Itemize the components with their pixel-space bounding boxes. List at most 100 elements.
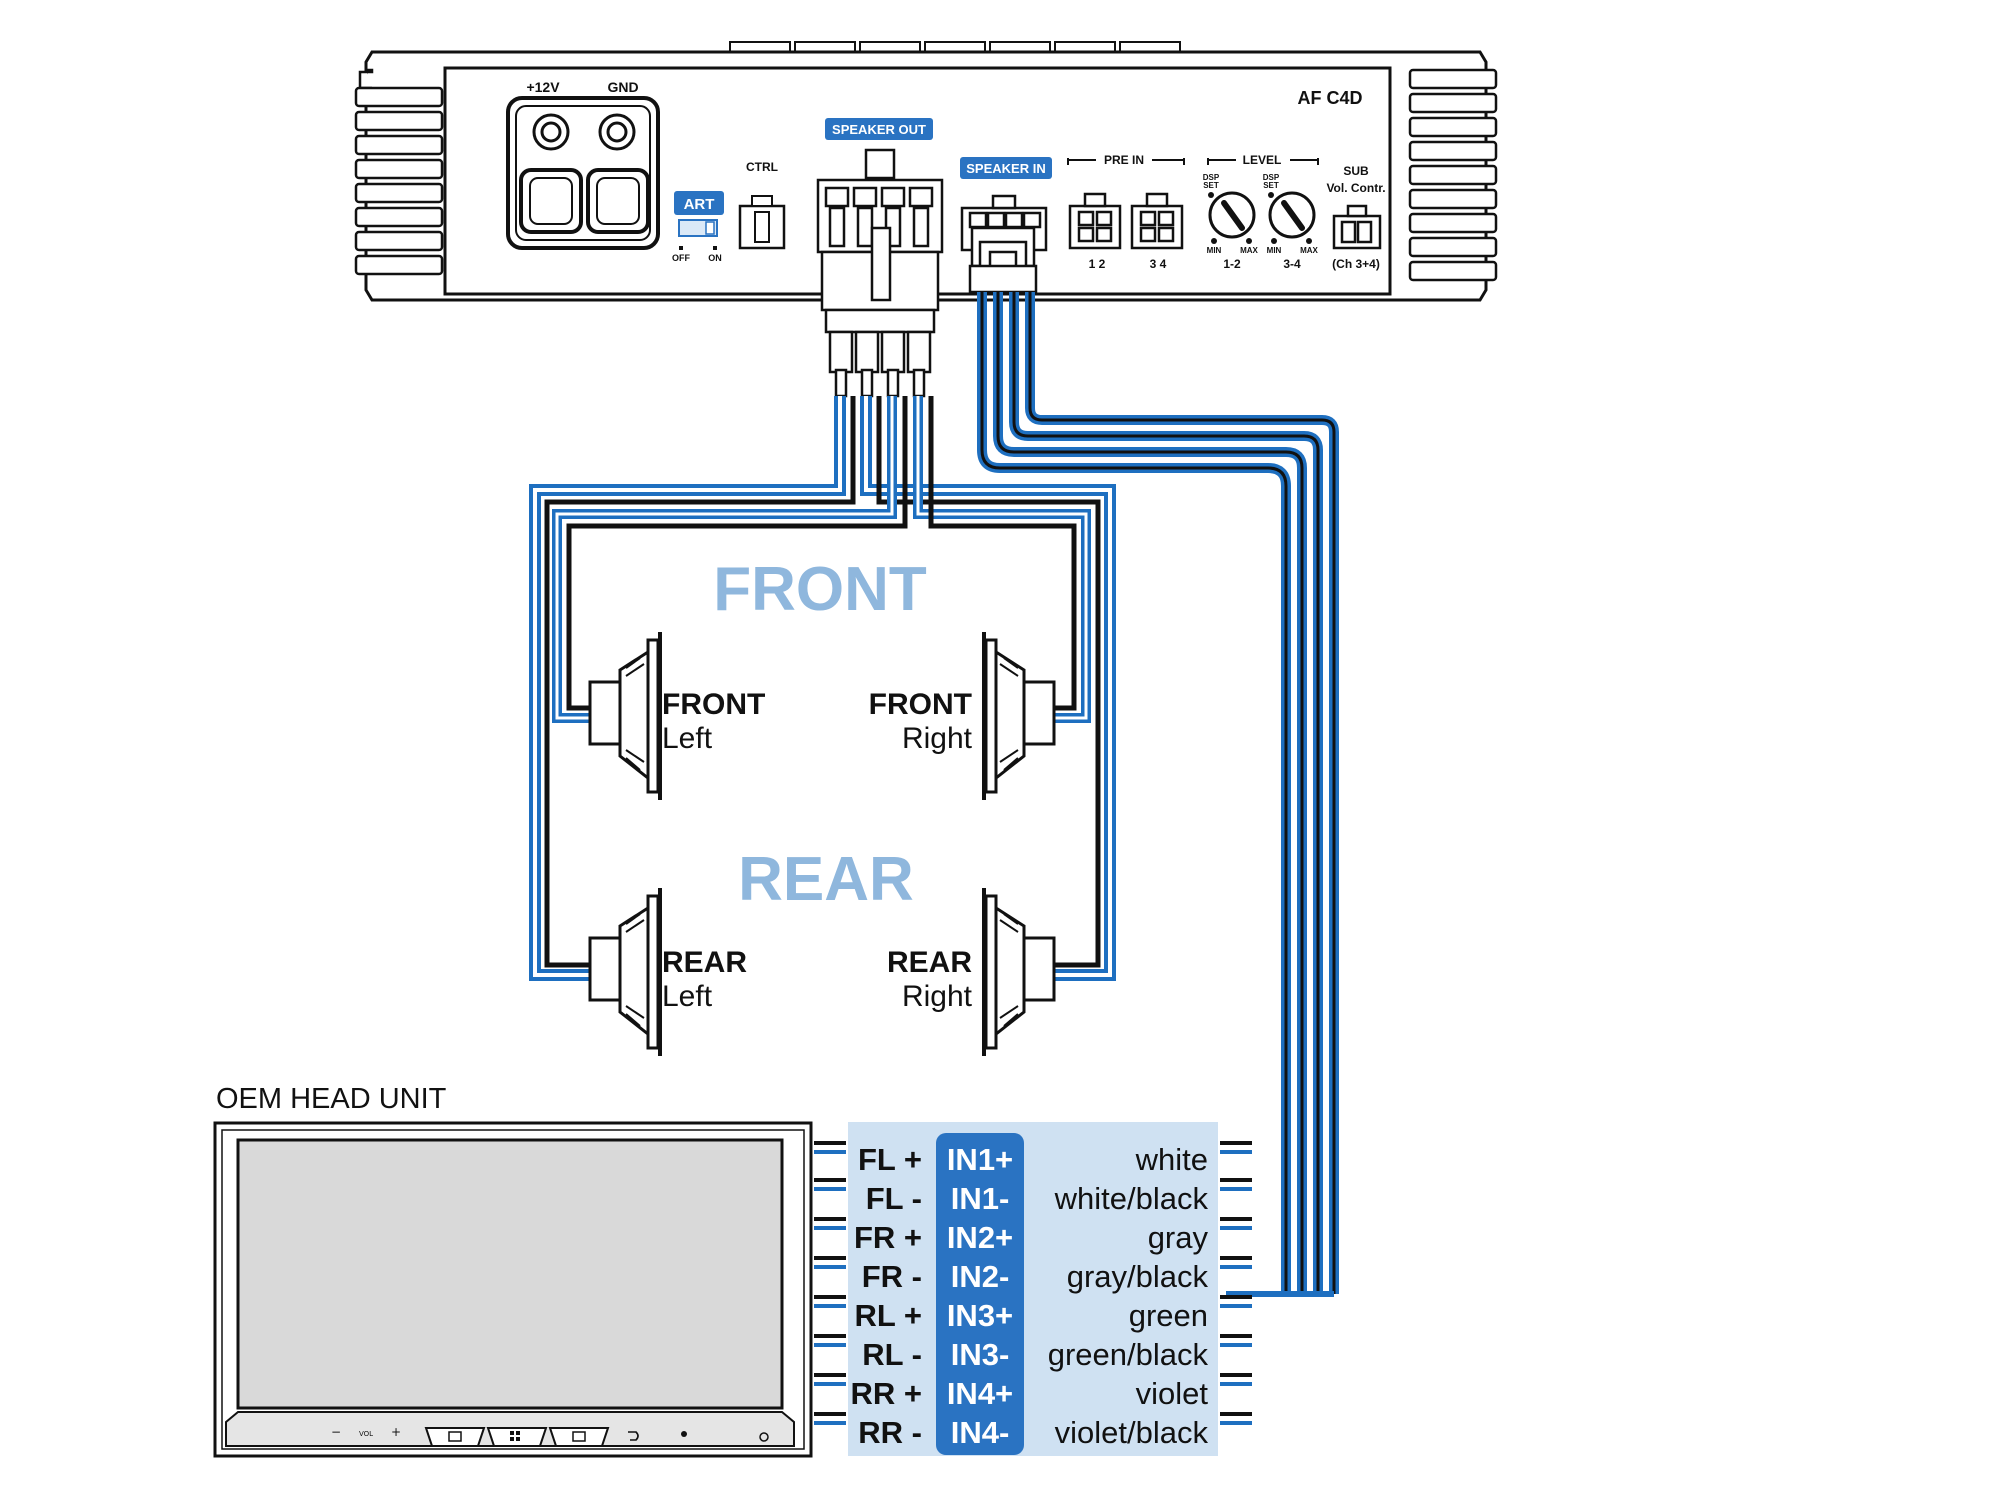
sub-control-connector[interactable] bbox=[1332, 204, 1382, 250]
sub-subtitle: Vol. Contr. bbox=[1326, 181, 1385, 195]
row-wire-color: violet/black bbox=[1055, 1415, 1209, 1450]
table-row: RR - IN4- violet/black bbox=[858, 1415, 1208, 1450]
back-icon[interactable] bbox=[628, 1431, 639, 1441]
level-12-min-label: MIN bbox=[1207, 246, 1222, 255]
vol-plus[interactable]: + bbox=[391, 1425, 401, 1439]
level-34-max-label: MAX bbox=[1300, 246, 1318, 255]
plus12v-label: +12V bbox=[526, 79, 560, 95]
row-wire-color: violet bbox=[1136, 1376, 1209, 1411]
table-row: FL - IN1- white/black bbox=[866, 1181, 1209, 1216]
sub-title: SUB bbox=[1343, 164, 1369, 178]
row-wire-color: white bbox=[1135, 1142, 1208, 1177]
pre-in-label: PRE IN bbox=[1104, 153, 1144, 167]
row-input: IN4- bbox=[951, 1415, 1010, 1450]
wiring-table bbox=[848, 1122, 1218, 1456]
table-row: RR + IN4+ violet bbox=[851, 1376, 1209, 1411]
front-left-side: Left bbox=[662, 722, 713, 755]
home-button[interactable] bbox=[424, 1427, 486, 1447]
amplifier: +12V GND ART OFF ON CTRL SPEAKER OUT bbox=[354, 41, 1498, 398]
row-channel: FR + bbox=[854, 1220, 922, 1255]
pre-in-34-label: 3 4 bbox=[1150, 257, 1167, 271]
level-34-dsp-label: DSP bbox=[1263, 173, 1280, 182]
front-left-title: FRONT bbox=[662, 688, 765, 721]
table-row: FR + IN2+ gray bbox=[854, 1220, 1209, 1255]
level-12-label: 1-2 bbox=[1223, 257, 1241, 271]
row-wire-color: gray/black bbox=[1067, 1259, 1209, 1294]
speaker-in-label: SPEAKER IN bbox=[966, 161, 1045, 176]
table-row: FR - IN2- gray/black bbox=[862, 1259, 1209, 1294]
vol-minus[interactable]: − bbox=[331, 1425, 341, 1439]
row-channel: RL + bbox=[855, 1298, 922, 1333]
level-12-knob[interactable] bbox=[1208, 191, 1256, 239]
pre-in-connector-34[interactable] bbox=[1130, 192, 1184, 250]
table-row: RL + IN3+ green bbox=[855, 1298, 1208, 1333]
head-unit-pins bbox=[814, 1141, 846, 1425]
input-column bbox=[936, 1133, 1024, 1455]
level-34-min-label: MIN bbox=[1267, 246, 1282, 255]
nav-button[interactable] bbox=[548, 1427, 610, 1447]
rear-right-side: Right bbox=[902, 980, 973, 1013]
speaker-front-left bbox=[588, 632, 662, 800]
speaker-out-connector[interactable] bbox=[816, 148, 944, 398]
level-34-label: 3-4 bbox=[1283, 257, 1301, 271]
row-channel: FL - bbox=[866, 1181, 922, 1216]
row-wire-color: green bbox=[1129, 1298, 1208, 1333]
home-icon bbox=[448, 1431, 462, 1442]
speaker-in-connector[interactable] bbox=[960, 194, 1048, 294]
row-channel: FR - bbox=[862, 1259, 922, 1294]
row-input: IN1- bbox=[951, 1181, 1010, 1216]
art-badge bbox=[674, 191, 724, 215]
level-12-dsp-label: DSP bbox=[1203, 173, 1220, 182]
power-terminal-block bbox=[506, 96, 660, 250]
level-34-knob[interactable] bbox=[1268, 191, 1316, 239]
front-right-side: Right bbox=[902, 722, 973, 755]
row-channel: RR + bbox=[851, 1376, 923, 1411]
row-wire-color: gray bbox=[1148, 1220, 1209, 1255]
speaker-in-badge bbox=[960, 157, 1052, 179]
row-channel: FL + bbox=[858, 1142, 922, 1177]
table-pins bbox=[1220, 1141, 1252, 1425]
speaker-in-wiring bbox=[977, 292, 1339, 1297]
row-input: IN3- bbox=[951, 1337, 1010, 1372]
speaker-rear-left bbox=[588, 888, 662, 1056]
art-label: ART bbox=[684, 196, 715, 213]
front-right-title: FRONT bbox=[869, 688, 972, 721]
grid-icon bbox=[510, 1431, 520, 1441]
power-icon[interactable] bbox=[759, 1432, 769, 1442]
head-unit-title: OEM HEAD UNIT bbox=[216, 1083, 447, 1115]
speaker-front-right bbox=[982, 632, 1056, 800]
row-input: IN1+ bbox=[947, 1142, 1013, 1177]
voice-icon[interactable] bbox=[681, 1431, 687, 1437]
speaker-out-wiring bbox=[529, 396, 1116, 981]
level-12-max-label: MAX bbox=[1240, 246, 1258, 255]
pre-in-12-label: 1 2 bbox=[1089, 257, 1106, 271]
map-icon bbox=[572, 1431, 586, 1442]
row-channel: RL - bbox=[862, 1337, 922, 1372]
ctrl-connector[interactable] bbox=[738, 195, 786, 250]
rear-right-title: REAR bbox=[887, 946, 972, 979]
head-unit-screen[interactable] bbox=[236, 1138, 784, 1410]
gnd-label: GND bbox=[607, 79, 638, 95]
row-input: IN3+ bbox=[947, 1298, 1013, 1333]
table-row: RL - IN3- green/black bbox=[862, 1337, 1208, 1372]
row-wire-color: green/black bbox=[1048, 1337, 1209, 1372]
row-channel: RR - bbox=[858, 1415, 922, 1450]
zone-rear-label: REAR bbox=[738, 845, 914, 914]
head-unit: − VOL + bbox=[213, 1121, 813, 1458]
art-off-label: OFF bbox=[672, 253, 690, 263]
amp-model: AF C4D bbox=[1297, 88, 1362, 108]
wiring-rows: FL + IN1+ white FL - IN1- white/black FR… bbox=[851, 1142, 1209, 1450]
rear-left-title: REAR bbox=[662, 946, 747, 979]
row-input: IN2+ bbox=[947, 1220, 1013, 1255]
level-label: LEVEL bbox=[1243, 153, 1282, 167]
pre-in-connector-12[interactable] bbox=[1068, 192, 1122, 250]
art-on-label: ON bbox=[708, 253, 722, 263]
level-12-set-label: SET bbox=[1203, 181, 1219, 190]
row-input: IN4+ bbox=[947, 1376, 1013, 1411]
speaker-rear-right bbox=[982, 888, 1056, 1056]
vol-label: VOL bbox=[359, 1430, 373, 1438]
rear-left-side: Left bbox=[662, 980, 713, 1013]
ctrl-label: CTRL bbox=[746, 160, 778, 174]
apps-button[interactable] bbox=[486, 1427, 548, 1447]
